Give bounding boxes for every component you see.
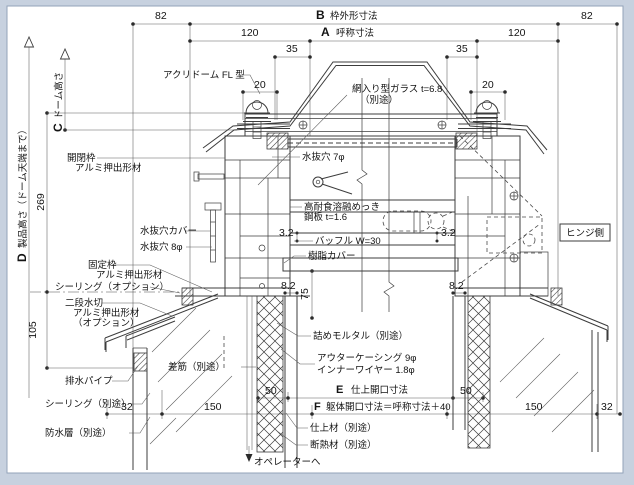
dim-35-left: 35 (286, 43, 298, 55)
row-letters-vertical: D 製品高さ（ドーム天端まで） C ドーム高さ (15, 72, 65, 262)
label-fixed-frame: 固定枠 (88, 259, 117, 271)
dim-3-2-left: 3.2 (279, 227, 294, 239)
label-inner-wire: インナーワイヤー 1.8φ (317, 365, 415, 376)
row-b-label: 枠外形寸法 (330, 10, 378, 22)
label-two-stage-2: アルミ押出形材 (73, 307, 140, 319)
insulation-strip-right (467, 295, 491, 449)
dim-20-left: 20 (254, 79, 266, 91)
label-operating-frame-2: アルミ押出形材 (75, 162, 142, 174)
label-mortar: 詰めモルタル（別途） (313, 330, 408, 342)
sash-top-rail (244, 113, 498, 137)
label-drain-hole-7: 水抜穴 7φ (302, 151, 345, 163)
dim-82-left: 82 (155, 10, 167, 22)
dim-50-right: 50 (460, 385, 472, 397)
label-fixed-frame-2: アルミ押出形材 (96, 269, 163, 281)
dome-clamp-bolt-left (243, 100, 271, 139)
wired-glass-panel (287, 138, 458, 148)
row-c-label: ドーム高さ (53, 72, 65, 119)
drain-pipe-section (133, 352, 148, 372)
dim-8-2-left: 8.2 (281, 280, 296, 292)
dome-clamp-bolt-right (473, 100, 501, 139)
row-a-label: 呼称寸法 (336, 27, 374, 39)
label-wired-glass: 網入り型ガラス t=6.8 (352, 83, 442, 95)
right-jamb-assembly (454, 135, 549, 297)
dim-75: 75 (299, 288, 311, 300)
row-a-letter: A (321, 25, 330, 39)
label-two-stage-3: （オプション） (73, 317, 140, 329)
label-baffle: バッフル W=30 (315, 236, 381, 247)
left-curb-and-wall (104, 293, 298, 470)
dim-82-right: 82 (581, 10, 593, 22)
dim-8-2-right: 8.2 (449, 280, 464, 292)
label-waterproof: 防水層（別途） (45, 427, 112, 439)
row-b-letter: B (316, 8, 325, 22)
dim-120-right: 120 (508, 27, 526, 39)
label-drain-pipe: 排水パイプ (65, 375, 113, 387)
row-f-label: 躯体開口寸法＝呼称寸法＋40 (326, 401, 451, 413)
row-d-letter: D (15, 253, 29, 262)
dim-3-2-right: 3.2 (441, 227, 456, 239)
dim-105: 105 (27, 321, 39, 339)
left-jamb-assembly (193, 135, 291, 297)
label-drain-hole-8: 水抜穴 8φ (140, 241, 183, 253)
hinge-side-tag: ヒンジ側 (559, 223, 611, 242)
dim-35-right: 35 (456, 43, 468, 55)
label-steel-sheet-2: 鋼板 t=1.6 (304, 211, 347, 223)
screw-icon (437, 120, 447, 130)
label-steel-sheet: 高耐食溶融めっき (304, 201, 380, 213)
dim-50-left: 50 (265, 385, 277, 397)
leader-lines (97, 74, 348, 462)
right-curb-and-wall (452, 293, 609, 452)
dome-profile (202, 61, 548, 155)
label-to-operator: オペレーターへ (254, 457, 321, 468)
mid-rails (282, 199, 459, 272)
dim-20-right: 20 (482, 79, 494, 91)
dim-150-left: 150 (204, 401, 222, 413)
dim-269: 269 (35, 193, 47, 211)
label-wired-glass-2: （別途） (360, 94, 398, 106)
screw-icon (509, 191, 519, 201)
screw-icon (509, 253, 519, 263)
part-labels: アクリドーム FL 型 網入り型ガラス t=6.8 （別途） 水抜穴 7φ 開閉… (45, 70, 442, 468)
dim-150-right: 150 (525, 401, 543, 413)
dimension-texts: 82 82 B 枠外形寸法 120 120 A 呼称寸法 35 35 20 20… (27, 8, 613, 413)
label-rebar: 差筋（別途） (168, 361, 225, 373)
row-f-letter: F (314, 401, 321, 413)
drain-cover-bolt (193, 171, 225, 263)
label-sealing-separate: シーリング（別途） (45, 398, 131, 410)
dim-32-left: 32 (121, 401, 133, 413)
label-operating-frame: 開閉枠 (67, 152, 96, 164)
sealant-block-left (181, 287, 194, 306)
row-c-letter: C (51, 123, 65, 132)
row-e-letter: E (336, 384, 343, 396)
label-resin-cover: 樹脂カバー (308, 250, 356, 262)
screw-icon (298, 120, 308, 130)
label-two-stage: 二段水切 (65, 297, 103, 309)
label-finish-material: 仕上材（別途） (310, 422, 377, 434)
dim-32-right: 32 (601, 401, 613, 413)
label-sealing-option: シーリング（オプション） (55, 281, 169, 293)
insulation-strip-left (256, 295, 284, 453)
row-d-label: 製品高さ（ドーム天端まで） (17, 125, 29, 248)
label-acrydome: アクリドーム FL 型 (163, 70, 245, 81)
label-drain-cover: 水抜穴カバー (140, 225, 197, 237)
bottom-row-texts: E 仕上開口寸法 F 躯体開口寸法＝呼称寸法＋40 (314, 384, 451, 413)
concrete-hatch-left (149, 307, 233, 445)
dim-120-left: 120 (241, 27, 259, 39)
concrete-hatch-right (499, 337, 595, 433)
operator-arm (312, 171, 456, 233)
label-hinge-side: ヒンジ側 (566, 227, 604, 239)
row-e-label: 仕上開口寸法 (351, 384, 408, 396)
label-insulation: 断熱材（別途） (310, 439, 377, 451)
label-outer-casing: アウターケーシング 9φ (317, 352, 416, 364)
center-break-lines (356, 78, 395, 312)
sealant-block-right (550, 287, 563, 306)
